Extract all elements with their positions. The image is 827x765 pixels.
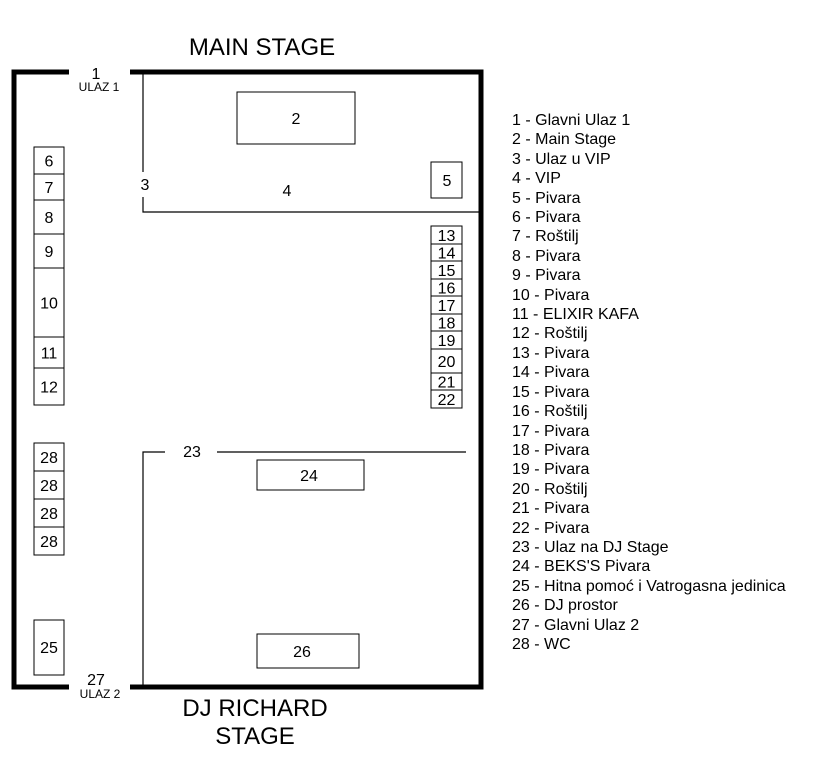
beks-pivara-box: [256, 459, 365, 491]
left-stall-number: 9: [45, 244, 54, 261]
legend-item: 25 - Hitna pomoć i Vatrogasna jedinica: [512, 577, 786, 595]
legend-item: 26 - DJ prostor: [512, 597, 618, 615]
right-stall-number: 20: [438, 354, 456, 371]
dj-area-divider: [142, 451, 466, 687]
dj-prostor-box: [256, 633, 360, 669]
right-stall-number: 22: [438, 392, 456, 409]
legend-item: 20 - Roštilj: [512, 480, 588, 498]
wc-stall-number: 28: [40, 450, 58, 467]
legend-item: 27 - Glavni Ulaz 2: [512, 616, 640, 634]
vip-pivara-box: [430, 161, 463, 199]
legend-item: 12 - Roštilj: [512, 325, 588, 343]
dj-stage-title-line2: STAGE: [215, 723, 295, 750]
legend-item: 17 - Pivara: [512, 422, 590, 440]
wc-stall-box: [33, 526, 65, 556]
legend-item: 8 - Pivara: [512, 247, 581, 265]
right-stall-number: 17: [438, 298, 456, 315]
legend-item: 28 - WC: [512, 635, 571, 653]
left-stall-number: 8: [45, 210, 54, 227]
legend-item: 24 - BEKS'S Pivara: [512, 558, 651, 576]
left-stall-box: [33, 199, 65, 235]
legend-item: 4 - VIP: [512, 170, 561, 188]
outer-wall: [11, 69, 484, 690]
dj-stage-title-line1: DJ RICHARD: [182, 695, 327, 722]
legend-item: 6 - Pivara: [512, 209, 581, 227]
legend-item: 22 - Pivara: [512, 519, 590, 537]
legend-item: 23 - Ulaz na DJ Stage: [512, 538, 669, 556]
left-stall-number: 12: [40, 380, 58, 397]
right-stall-number: 14: [438, 246, 456, 263]
left-stall-box: [33, 146, 65, 175]
wc-stall-number: 28: [40, 478, 58, 495]
left-stall-box: [33, 173, 65, 201]
legend-item: 14 - Pivara: [512, 364, 590, 382]
right-stall-number: 21: [438, 375, 456, 392]
left-stall-box: [33, 336, 65, 369]
legend-item: 21 - Pivara: [512, 500, 590, 518]
hitna-pomoc-box: [33, 619, 65, 676]
wc-stall-box: [33, 470, 65, 500]
left-stall-number: 10: [40, 296, 58, 313]
beks-pivara-number: 24: [300, 468, 318, 485]
right-stall-number: 19: [438, 333, 456, 350]
vip-divider: [142, 72, 481, 213]
wc-stall-number: 28: [40, 506, 58, 523]
vip-zone-label: 4: [283, 183, 292, 200]
entrance-2-label: ULAZ 2: [80, 687, 121, 701]
hitna-pomoc-number: 25: [40, 640, 58, 657]
left-stall-box: [33, 267, 65, 338]
legend-item: 3 - Ulaz u VIP: [512, 150, 611, 168]
wc-stall-number: 28: [40, 534, 58, 551]
legend-item: 18 - Pivara: [512, 441, 590, 459]
vip-entrance-label: 3: [141, 177, 150, 194]
right-stall-number: 16: [438, 281, 456, 298]
legend-item: 16 - Roštilj: [512, 403, 588, 421]
dj-entrance-label: 23: [183, 444, 201, 461]
wc-stall-box: [33, 442, 65, 472]
legend-item: 1 - Glavni Ulaz 1: [512, 112, 631, 129]
left-stall-number: 11: [41, 346, 58, 363]
left-stall-column: 6 7 8 9 10 11 12: [33, 146, 65, 406]
legend-item: 10 - Pivara: [512, 286, 590, 304]
legend-item: 7 - Roštilj: [512, 228, 579, 246]
entrance-1-number: 1: [92, 66, 101, 83]
legend-item: 19 - Pivara: [512, 461, 590, 479]
main-stage-area: [236, 91, 356, 145]
right-stall-box: [430, 389, 463, 409]
legend-item: 15 - Pivara: [512, 383, 590, 401]
right-stall-number: 15: [438, 263, 456, 280]
left-stall-number: 6: [45, 154, 54, 171]
left-stall-number: 7: [45, 180, 54, 197]
legend-item: 2 - Main Stage: [512, 131, 617, 149]
entrance-2-number: 27: [87, 672, 105, 689]
legend-item: 5 - Pivara: [512, 189, 581, 207]
main-stage-title: MAIN STAGE: [189, 34, 335, 61]
wc-stall-column: 28 28 28 28: [33, 442, 65, 556]
legend-item: 9 - Pivara: [512, 267, 581, 285]
dj-prostor-number: 26: [293, 644, 311, 661]
entrance-1-label: ULAZ 1: [79, 80, 120, 94]
right-stall-box: [430, 348, 463, 374]
right-stall-number: 13: [438, 228, 456, 245]
legend-item: 11 - ELIXIR KAFA: [512, 306, 639, 324]
vip-pivara-number: 5: [443, 173, 452, 190]
main-stage-number: 2: [292, 111, 301, 128]
right-stall-number: 18: [438, 316, 456, 333]
left-stall-box: [33, 367, 65, 406]
legend-item: 13 - Pivara: [512, 344, 590, 362]
